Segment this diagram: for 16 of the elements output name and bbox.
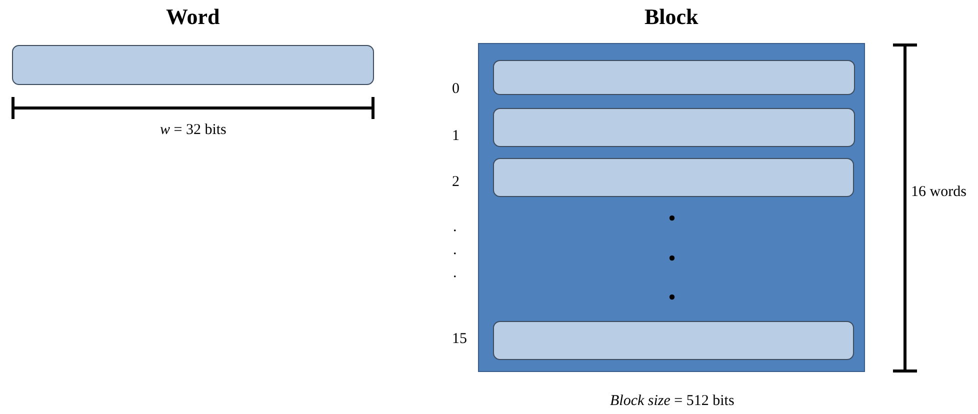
word-bar bbox=[493, 60, 855, 95]
caption: Block size = 512 bits bbox=[610, 392, 734, 410]
row-index: 1 bbox=[452, 127, 460, 145]
ellipsis-dot: . bbox=[453, 218, 457, 236]
dimension-label: 16 words bbox=[911, 183, 966, 201]
word-bar bbox=[493, 158, 854, 197]
row-index: 15 bbox=[452, 330, 467, 348]
row-index: 0 bbox=[452, 80, 460, 98]
heading: Block bbox=[644, 4, 698, 30]
ellipsis-dot: . bbox=[453, 241, 457, 259]
heading: Word bbox=[166, 4, 220, 30]
row-index: 2 bbox=[452, 173, 460, 191]
word-bar bbox=[493, 321, 854, 360]
ellipsis-dot: . bbox=[453, 264, 457, 282]
dimension-label: w = 32 bits bbox=[160, 121, 226, 139]
word-bar bbox=[493, 108, 855, 147]
